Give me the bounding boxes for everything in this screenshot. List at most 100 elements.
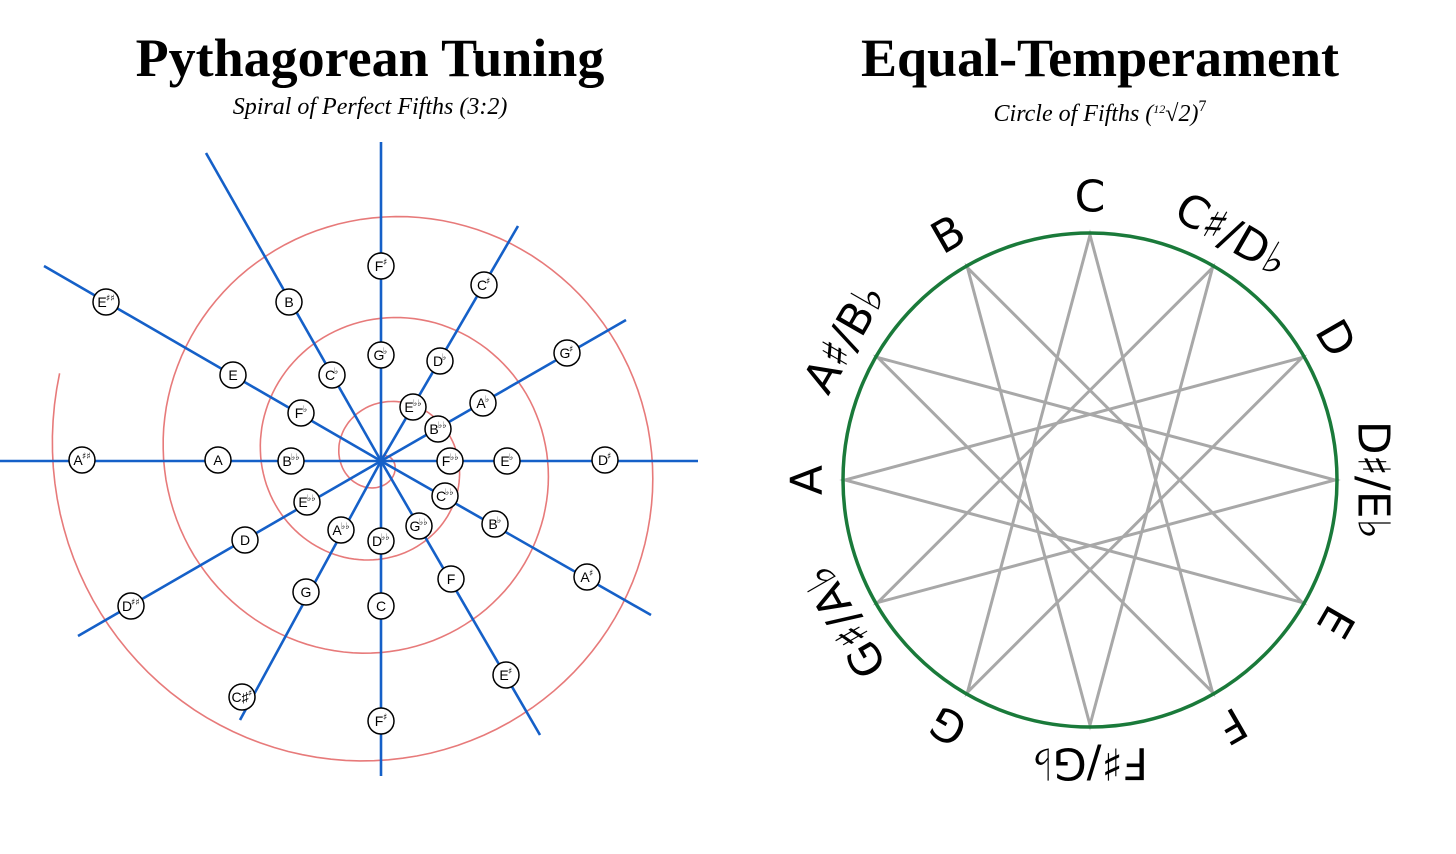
note-node-accidental: ♯♯ xyxy=(82,452,91,462)
note-node: D♯♯ xyxy=(117,592,145,620)
note-node-accidental: ♭ xyxy=(303,405,307,415)
note-node: C♭ xyxy=(318,361,346,389)
note-node-circle xyxy=(573,563,601,591)
note-node-letter: B xyxy=(488,516,497,532)
note-node-accidental: ♭ xyxy=(509,453,513,463)
note-node-accidental: ♭ xyxy=(334,367,338,377)
note-label: C xyxy=(1075,172,1106,223)
note-node-circle xyxy=(204,446,232,474)
note-node-circle xyxy=(367,592,395,620)
note-node: D♭♭ xyxy=(367,527,395,555)
note-node-letter: B xyxy=(284,294,293,310)
note-node: B♭ xyxy=(481,510,509,538)
note-label: C♯/D♭ xyxy=(1166,182,1297,287)
spiral-curve xyxy=(51,215,654,762)
note-label: F♯/G♭ xyxy=(1032,738,1148,789)
note-node-accidental: ♭♭ xyxy=(307,494,316,504)
note-node: E♭♭ xyxy=(293,488,321,516)
note-node-accidental: ♭♭ xyxy=(450,453,459,463)
note-node-letter: C xyxy=(376,598,386,614)
note-node-letter: D xyxy=(240,532,250,548)
spoke-line xyxy=(380,459,652,617)
note-node-letter: G xyxy=(560,345,571,361)
note-node: A♭♭ xyxy=(327,516,355,544)
note-node-letter: A xyxy=(332,522,342,538)
note-node-letter: E xyxy=(97,294,106,310)
note-node-circle xyxy=(367,252,395,280)
spoke-line xyxy=(380,318,627,463)
note-label: D♯/E♭ xyxy=(1348,421,1399,540)
note-node-letter: E xyxy=(228,367,237,383)
note-node-letter: D xyxy=(433,353,443,369)
note-node-accidental: ♭♭ xyxy=(341,522,350,532)
note-node: A xyxy=(204,446,232,474)
spoke-line xyxy=(379,460,542,736)
note-node: E♭♭ xyxy=(399,393,427,421)
right-panel-title: Equal-Temperament xyxy=(860,28,1339,88)
note-node-accidental: ♯ xyxy=(589,569,593,579)
note-node-letter: D xyxy=(372,533,382,549)
note-node: G♭ xyxy=(367,341,395,369)
note-node-letter: F xyxy=(375,713,384,729)
note-node: F♯ xyxy=(367,252,395,280)
note-node-letter: B xyxy=(429,421,438,437)
note-node: C♯♯ xyxy=(228,683,256,711)
note-node-letter: A xyxy=(476,395,486,411)
note-node: E♭ xyxy=(493,447,521,475)
spoke-line xyxy=(379,225,520,462)
note-node-accidental: ♭ xyxy=(442,353,446,363)
note-node-circle xyxy=(68,446,96,474)
note-node: E xyxy=(219,361,247,389)
pythagorean-nodes: F♯C♯G♯D♯A♯E♯F♯C♯♯D♯♯A♯♯E♯♯BEADGCFB♭E♭A♭D… xyxy=(68,252,619,735)
note-node: G♭♭ xyxy=(405,512,433,540)
right-subtitle-root-index: 12 xyxy=(1153,102,1166,116)
note-node-circle xyxy=(437,565,465,593)
note-label: G♯/A♭ xyxy=(793,556,898,686)
note-node-accidental: ♭♭ xyxy=(438,421,447,431)
note-node-letter: A xyxy=(73,452,83,468)
right-subtitle-exponent: 7 xyxy=(1198,98,1207,115)
note-node: A♯ xyxy=(573,563,601,591)
note-node-accidental: ♯ xyxy=(486,277,490,287)
pythagorean-spiral xyxy=(51,215,654,762)
note-node-accidental: ♯ xyxy=(569,345,573,355)
note-node-circle xyxy=(275,288,303,316)
note-label: G xyxy=(921,694,976,755)
note-label: D xyxy=(1305,311,1366,366)
note-label: A xyxy=(782,465,833,495)
left-panel-title: Pythagorean Tuning xyxy=(135,28,605,88)
note-node-accidental: ♭♭ xyxy=(291,453,300,463)
note-node-letter: F xyxy=(295,405,304,421)
note-node-letter: E xyxy=(298,494,307,510)
note-node: C xyxy=(367,592,395,620)
note-node: B xyxy=(275,288,303,316)
note-node-letter: A xyxy=(580,569,590,585)
note-node-letter: A xyxy=(213,452,223,468)
note-node: E♯♯ xyxy=(92,288,120,316)
note-node-accidental: ♭ xyxy=(497,516,501,526)
note-node-circle xyxy=(231,526,259,554)
note-node: F♯ xyxy=(367,707,395,735)
note-node-letter: C♯ xyxy=(231,689,249,705)
note-node-accidental: ♯♯ xyxy=(131,598,140,608)
note-node-accidental: ♭♭ xyxy=(413,399,422,409)
note-node-circle xyxy=(292,578,320,606)
note-node-letter: F xyxy=(375,258,384,274)
note-node: F♭ xyxy=(287,399,315,427)
note-node-letter: C xyxy=(477,277,487,293)
note-node-accidental: ♭♭ xyxy=(381,533,390,543)
note-node: C♯ xyxy=(470,271,498,299)
left-panel-subtitle: Spiral of Perfect Fifths (3:2) xyxy=(232,94,508,120)
note-node-circle xyxy=(367,527,395,555)
right-subtitle-root: √2) xyxy=(1165,101,1199,127)
note-label: B xyxy=(923,205,975,264)
note-node-letter: G xyxy=(374,347,385,363)
note-node: A♯♯ xyxy=(68,446,96,474)
note-node-letter: D xyxy=(598,452,608,468)
note-node-letter: C xyxy=(325,367,335,383)
note-node-circle xyxy=(219,361,247,389)
note-node-circle xyxy=(277,447,305,475)
right-subtitle-main: Circle of Fifths ( xyxy=(993,101,1154,127)
